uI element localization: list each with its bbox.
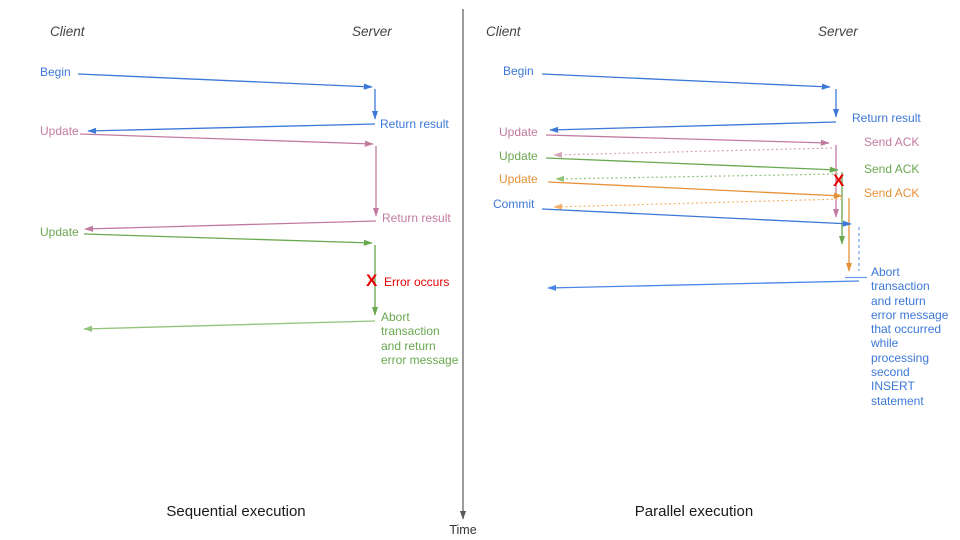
par-title: Parallel execution (634, 503, 754, 520)
par-send-ack-2-label: Send ACK (864, 162, 920, 176)
par-update-2-label: Update (499, 149, 538, 163)
par-commit-label: Commit (493, 197, 535, 211)
seq-client-heading: Client (50, 24, 85, 39)
par-commit-request-arrow (541, 208, 852, 227)
par-update-3-label: Update (499, 172, 538, 186)
par-update-2-request-arrow (545, 157, 839, 173)
par-send-ack-1-arrow (553, 147, 833, 158)
par-error-x-icon: X (833, 171, 845, 190)
par-send-ack-2-arrow (555, 173, 839, 182)
seq-abort-return-arrow (83, 320, 376, 332)
seq-title: Sequential execution (166, 503, 306, 520)
par-update-1-request-arrow (545, 134, 830, 146)
par-update-3-request-arrow (547, 181, 843, 199)
par-begin-label: Begin (503, 64, 534, 78)
par-return-result-label: Return result (852, 111, 921, 125)
seq-abort-message: Abort transaction and return error messa… (381, 310, 459, 367)
seq-server-heading: Server (352, 24, 392, 39)
seq-error-x-icon: X (366, 271, 378, 290)
seq-update-1-label: Update (40, 124, 79, 138)
time-axis-label: Time (449, 523, 477, 537)
seq-return-result-1-label: Return result (380, 117, 449, 131)
seq-return-result-2-label: Return result (382, 211, 451, 225)
par-send-ack-3-label: Send ACK (864, 186, 920, 200)
par-update-1-label: Update (499, 125, 538, 139)
par-client-heading: Client (486, 24, 521, 39)
par-begin-request-arrow (541, 73, 831, 90)
par-abort-message: Abort transaction and return error messa… (871, 265, 949, 408)
par-abort-return-arrow (547, 280, 860, 291)
seq-update-1-request-arrow (79, 133, 374, 147)
par-send-ack-3-arrow (553, 198, 843, 210)
seq-return-result-2-arrow (84, 220, 377, 232)
seq-begin-label: Begin (40, 65, 71, 79)
par-return-result-arrow (549, 121, 837, 133)
seq-return-result-1-arrow (87, 123, 376, 134)
seq-update-2-label: Update (40, 225, 79, 239)
seq-error-occurs-label: Error occurs (384, 275, 450, 289)
par-send-ack-1-label: Send ACK (864, 135, 920, 149)
par-server-heading: Server (818, 24, 858, 39)
seq-update-2-request-arrow (83, 233, 373, 246)
seq-begin-request-arrow (77, 73, 373, 90)
